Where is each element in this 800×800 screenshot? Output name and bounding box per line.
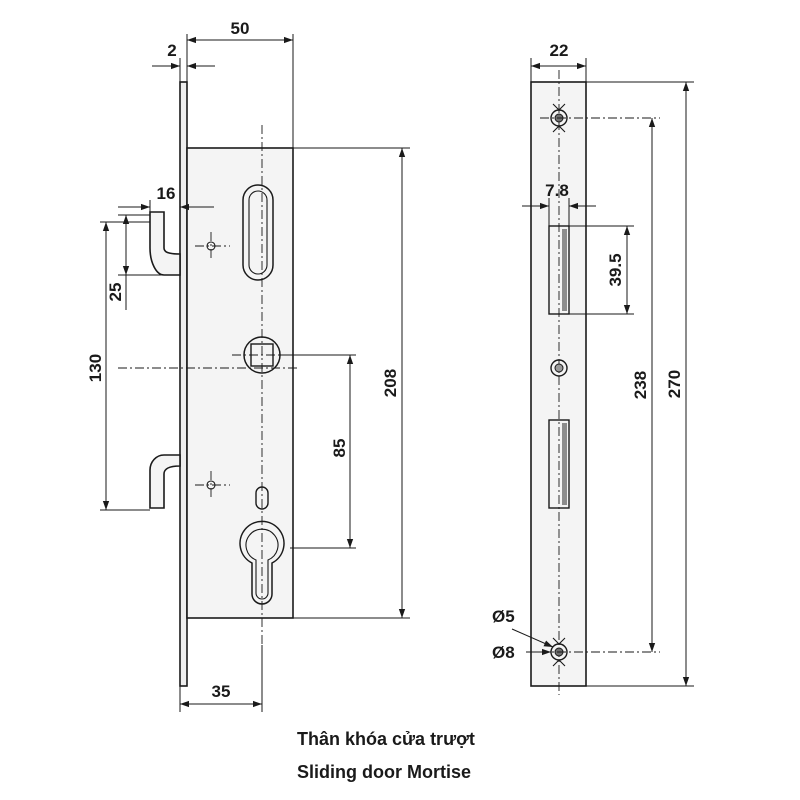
dim-35: 35 xyxy=(212,682,231,701)
dim-39-5: 39.5 xyxy=(606,253,625,286)
upper-hook xyxy=(149,211,181,276)
dim-2: 2 xyxy=(167,41,176,60)
dim-130: 130 xyxy=(86,354,105,382)
upper-slot xyxy=(242,184,274,281)
cylinder-hole xyxy=(239,520,285,605)
lower-latch-slot xyxy=(548,419,570,509)
dim-16: 16 xyxy=(157,184,176,203)
dim-d5: Ø5 xyxy=(492,607,515,626)
dim-22: 22 xyxy=(550,41,569,60)
lower-hook xyxy=(149,454,181,509)
dim-208: 208 xyxy=(381,369,400,397)
dim-d8: Ø8 xyxy=(492,643,515,662)
dim-25: 25 xyxy=(106,283,125,302)
dim-50: 50 xyxy=(231,19,250,38)
caption-english: Sliding door Mortise xyxy=(297,762,471,782)
dim-7-8: 7.8 xyxy=(545,181,569,200)
side-faceplate xyxy=(530,81,587,687)
middle-hole xyxy=(550,359,568,377)
small-oval-hole xyxy=(255,486,269,510)
dim-270: 270 xyxy=(665,370,684,398)
caption-vietnamese: Thân khóa cửa trượt xyxy=(297,729,475,749)
side-view: 22 7.8 39.5 238 270 Ø5 Ø8 xyxy=(492,41,694,695)
dim-85: 85 xyxy=(330,439,349,458)
front-view: 50 2 16 25 130 208 85 xyxy=(86,19,410,712)
upper-latch-slot xyxy=(548,225,570,315)
upper-slot-inner xyxy=(248,190,268,275)
cylinder-hole-inner xyxy=(245,528,279,600)
front-faceplate xyxy=(179,81,188,687)
dim-238: 238 xyxy=(631,371,650,399)
